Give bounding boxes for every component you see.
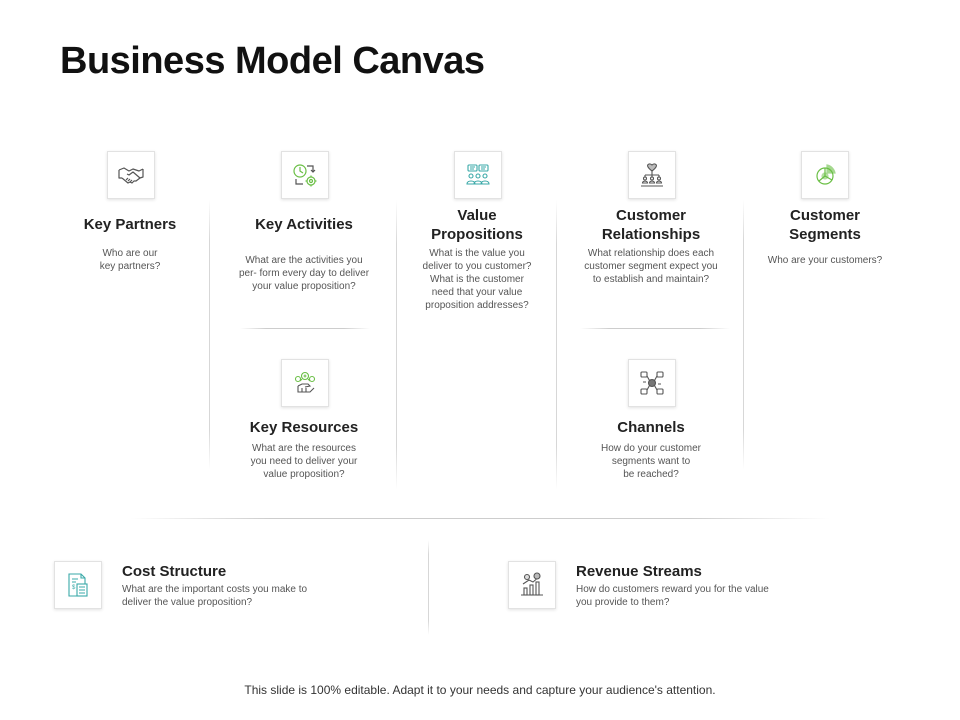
customer-relationships-icon-box — [628, 151, 676, 199]
footer-note: This slide is 100% editable. Adapt it to… — [244, 683, 716, 697]
svg-text:$: $ — [72, 585, 76, 591]
divider-vertical — [396, 200, 397, 490]
cost-structure-desc: What are the important costs you make to… — [122, 584, 308, 608]
channels-network-icon — [640, 371, 664, 395]
customer-segments-desc: Who are your customers? — [767, 255, 883, 266]
page-title: Business Model Canvas — [60, 40, 485, 82]
divider-horizontal — [240, 328, 370, 329]
customer-segments-title: Customer Segments — [789, 207, 861, 243]
cost-document-icon: $ — [68, 573, 88, 597]
value-propositions-title: Value Propositions — [431, 207, 523, 243]
pie-chart-icon — [816, 164, 836, 185]
divider-vertical — [209, 200, 210, 470]
customer-segments-icon-box — [801, 151, 849, 199]
heart-network-icon — [641, 163, 663, 187]
divider-horizontal — [580, 328, 730, 329]
activities-cycle-icon — [293, 164, 317, 187]
key-partners-title: Key Partners — [83, 216, 177, 233]
cost-structure-icon-box: $ — [54, 561, 102, 609]
revenue-streams-desc: How do customers reward you for the valu… — [576, 584, 769, 608]
customer-relationships-title: Customer Relationships — [601, 207, 701, 243]
key-partners-icon-box — [107, 151, 155, 199]
value-propositions-icon-box — [454, 151, 502, 199]
key-resources-title: Key Resources — [249, 419, 359, 436]
team-value-icon — [466, 164, 490, 185]
cost-structure-title: Cost Structure — [122, 563, 227, 580]
key-activities-title: Key Activities — [255, 216, 353, 233]
revenue-streams-icon-box — [508, 561, 556, 609]
divider-vertical — [743, 200, 744, 470]
revenue-streams-title: Revenue Streams — [576, 563, 702, 580]
channels-title: Channels — [617, 419, 685, 436]
divider-vertical — [428, 540, 429, 635]
divider-horizontal — [130, 518, 830, 519]
customer-relationships-desc: What relationship does each customer seg… — [584, 248, 718, 285]
key-resources-icon-box — [281, 359, 329, 407]
channels-icon-box — [628, 359, 676, 407]
handshake-icon — [118, 167, 144, 184]
channels-desc: How do your customer segments want to be… — [600, 443, 702, 480]
resources-hand-icon — [294, 371, 316, 393]
divider-vertical — [556, 200, 557, 490]
revenue-chart-icon — [521, 572, 543, 596]
key-activities-icon-box — [281, 151, 329, 199]
key-partners-desc: Who are our key partners? — [99, 248, 161, 272]
key-resources-desc: What are the resources you need to deliv… — [250, 443, 358, 480]
value-propositions-desc: What is the value you deliver to you cus… — [422, 248, 532, 311]
key-activities-desc: What are the activities you per- form ev… — [238, 255, 370, 292]
